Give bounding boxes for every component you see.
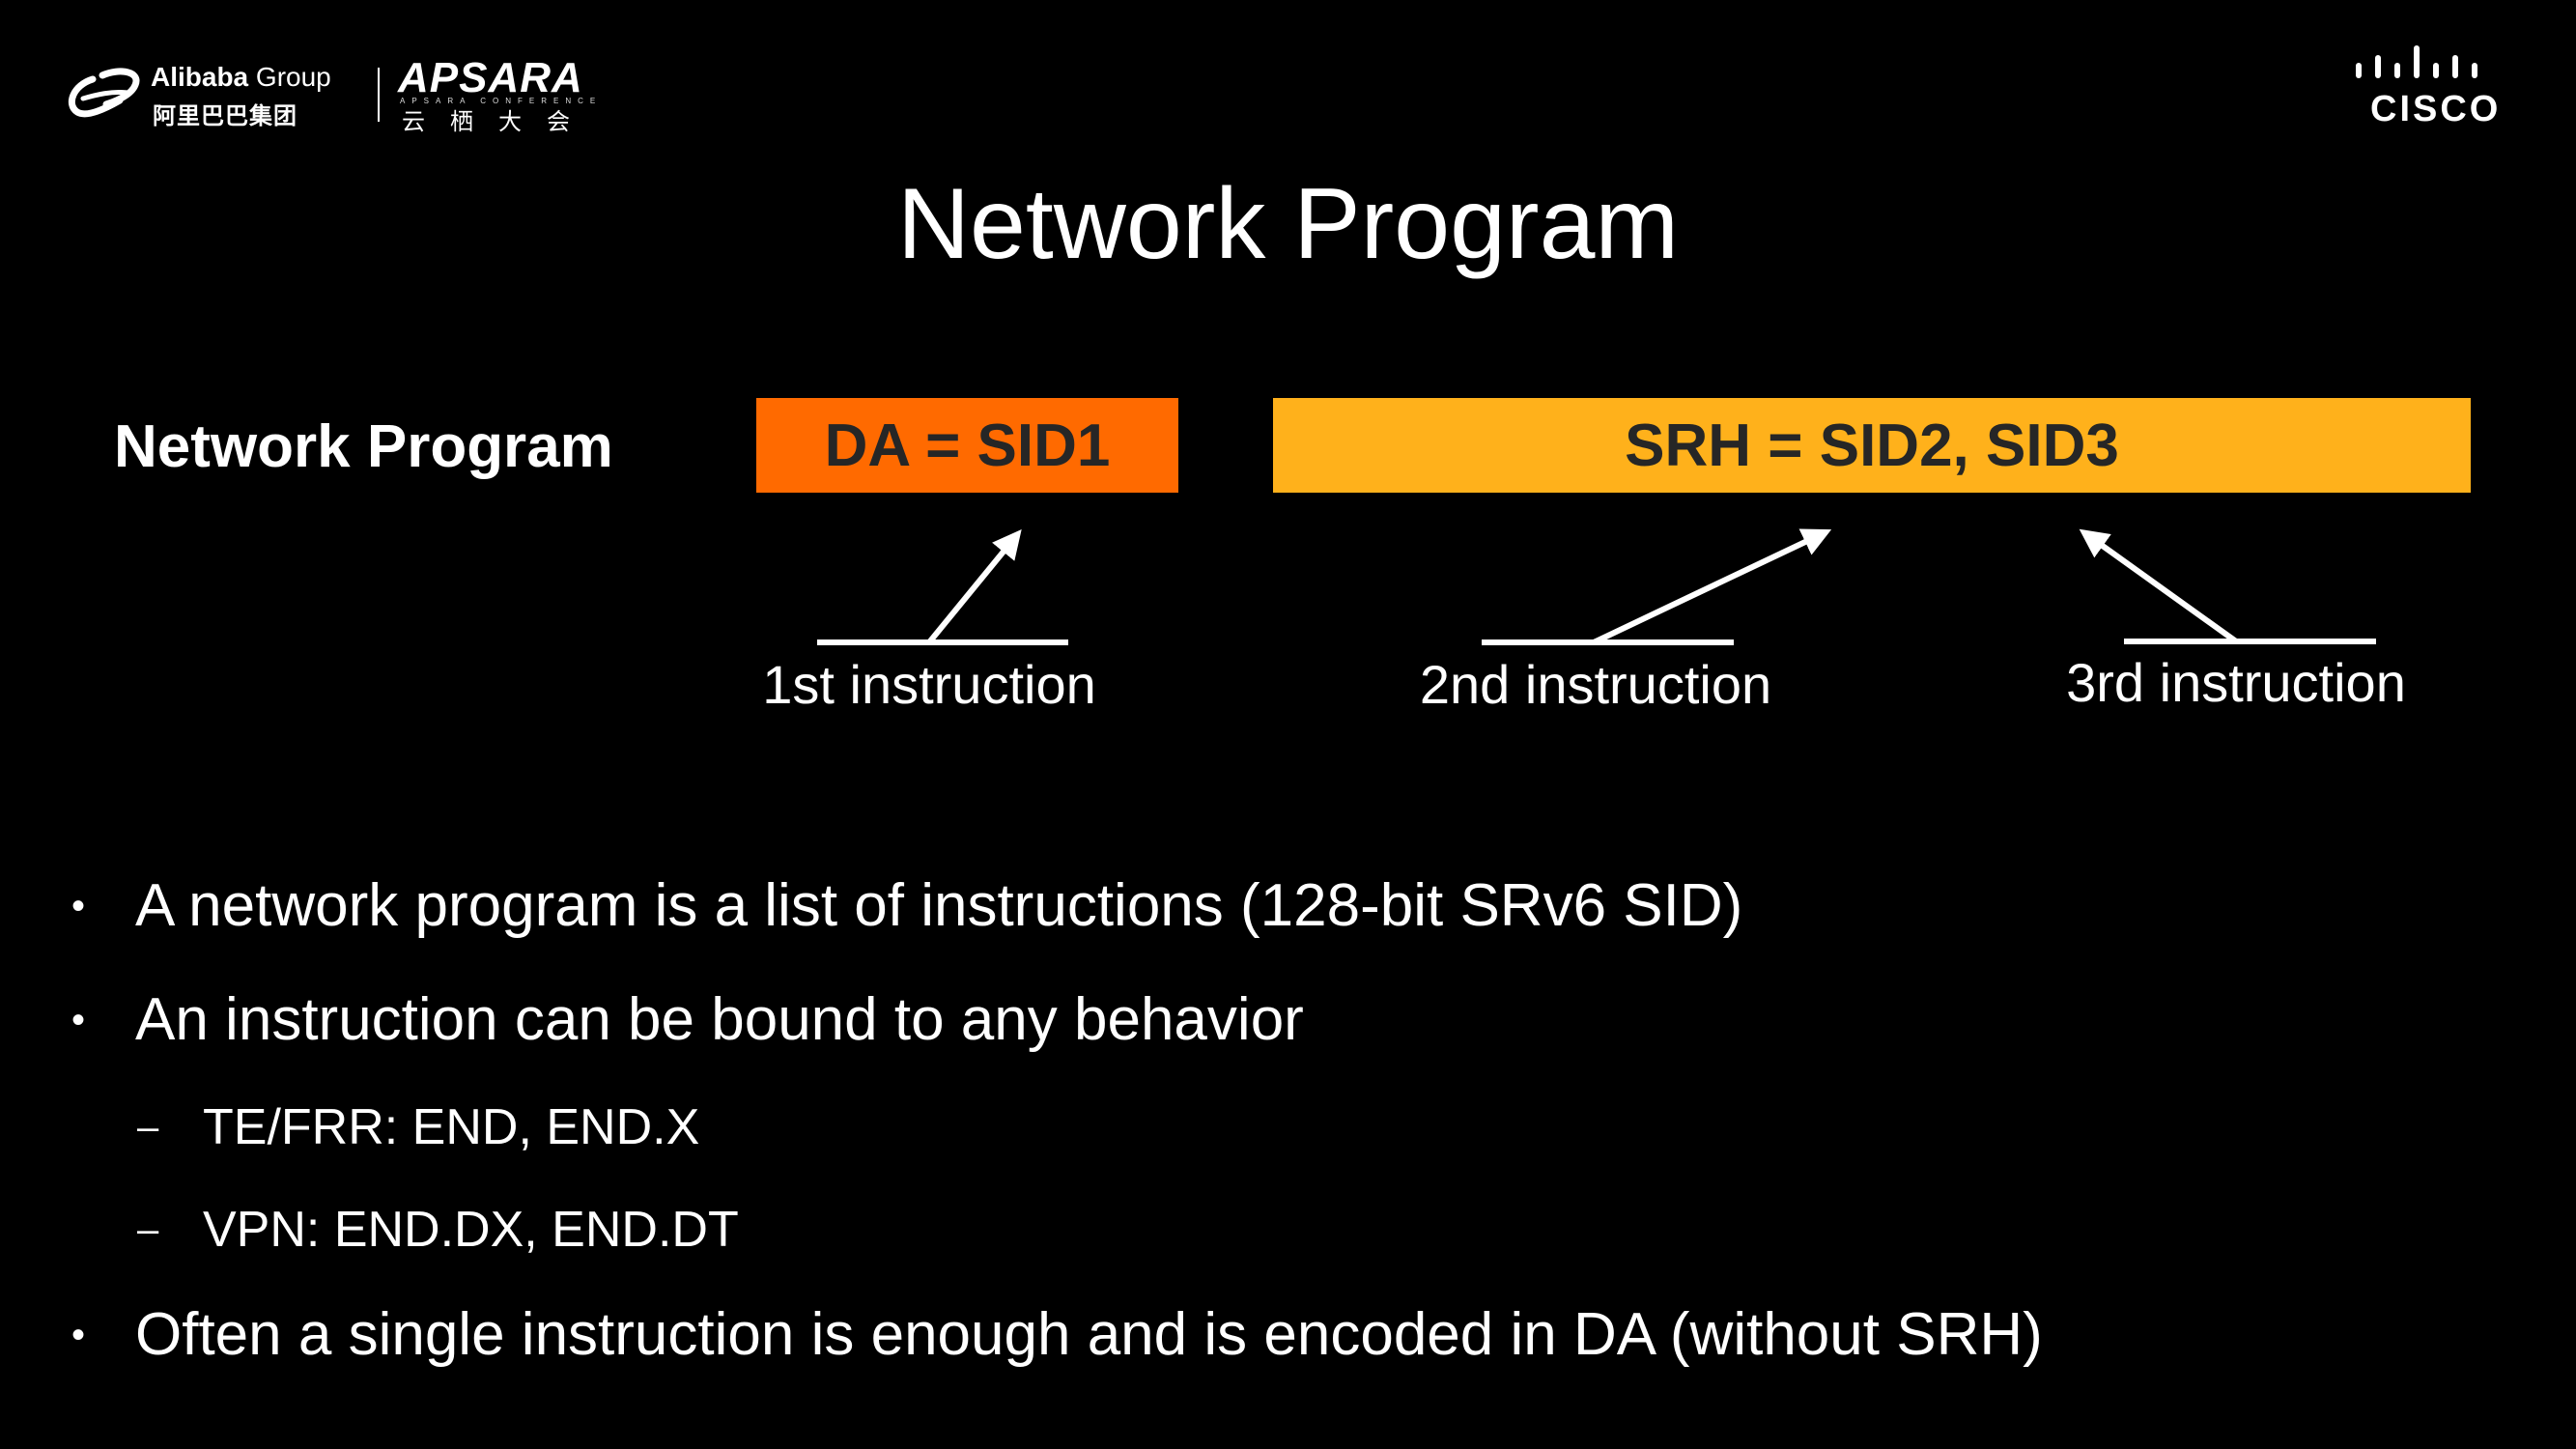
srh-sid2-sid3-box: SRH = SID2, SID3 [1273,398,2471,493]
alibaba-logo-icon [69,68,140,118]
bullet-marker: • [71,1314,86,1356]
alibaba-logo-text: Alibaba Group [151,62,331,93]
instruction-3-arrow [2079,528,2238,644]
srh-box-label: SRH = SID2, SID3 [1625,412,2119,479]
bullet-marker: • [71,999,86,1041]
da-box-label: DA = SID1 [824,412,1111,479]
instruction-2-arrow [1592,528,1832,645]
apsara-name: APSARA [398,54,583,101]
third-instruction-label: 3rd instruction [2066,652,2406,713]
apsara-conference-logo: APSARA APSARA CONFERENCE 云栖大会 [396,54,595,135]
alibaba-chinese-name: 阿里巴巴集团 [153,103,297,129]
sub-bullet-text: VPN: END.DX, END.DT [203,1202,739,1258]
first-instruction-label: 1st instruction [762,654,1096,715]
logo-divider [378,68,380,122]
sub-bullet-marker: – [137,1208,159,1251]
instruction-1-arrow [926,529,1022,644]
bullet-marker: • [71,885,86,927]
sub-bullet-marker: – [137,1106,159,1149]
alibaba-name: Alibaba [151,62,249,92]
cisco-bridge-icon [2356,45,2477,78]
bullet-text: A network program is a list of instructi… [135,872,1743,939]
apsara-subtitle: APSARA CONFERENCE [400,97,603,105]
network-program-label: Network Program [114,413,613,480]
sub-bullet-text: TE/FRR: END, END.X [203,1099,700,1155]
bullet-text: An instruction can be bound to any behav… [135,986,1304,1053]
bullet-text: Often a single instruction is enough and… [135,1301,2043,1368]
da-sid1-box: DA = SID1 [756,398,1178,493]
cisco-wordmark: CISCO [2370,89,2502,129]
second-instruction-label: 2nd instruction [1419,654,1772,715]
alibaba-group-logo: Alibaba Group 阿里巴巴集团 [64,58,373,129]
cisco-logo: CISCO [2347,44,2511,131]
apsara-chinese-name: 云栖大会 [402,109,595,135]
page-title: Network Program [896,168,1680,280]
alibaba-group-word: Group [248,62,331,92]
